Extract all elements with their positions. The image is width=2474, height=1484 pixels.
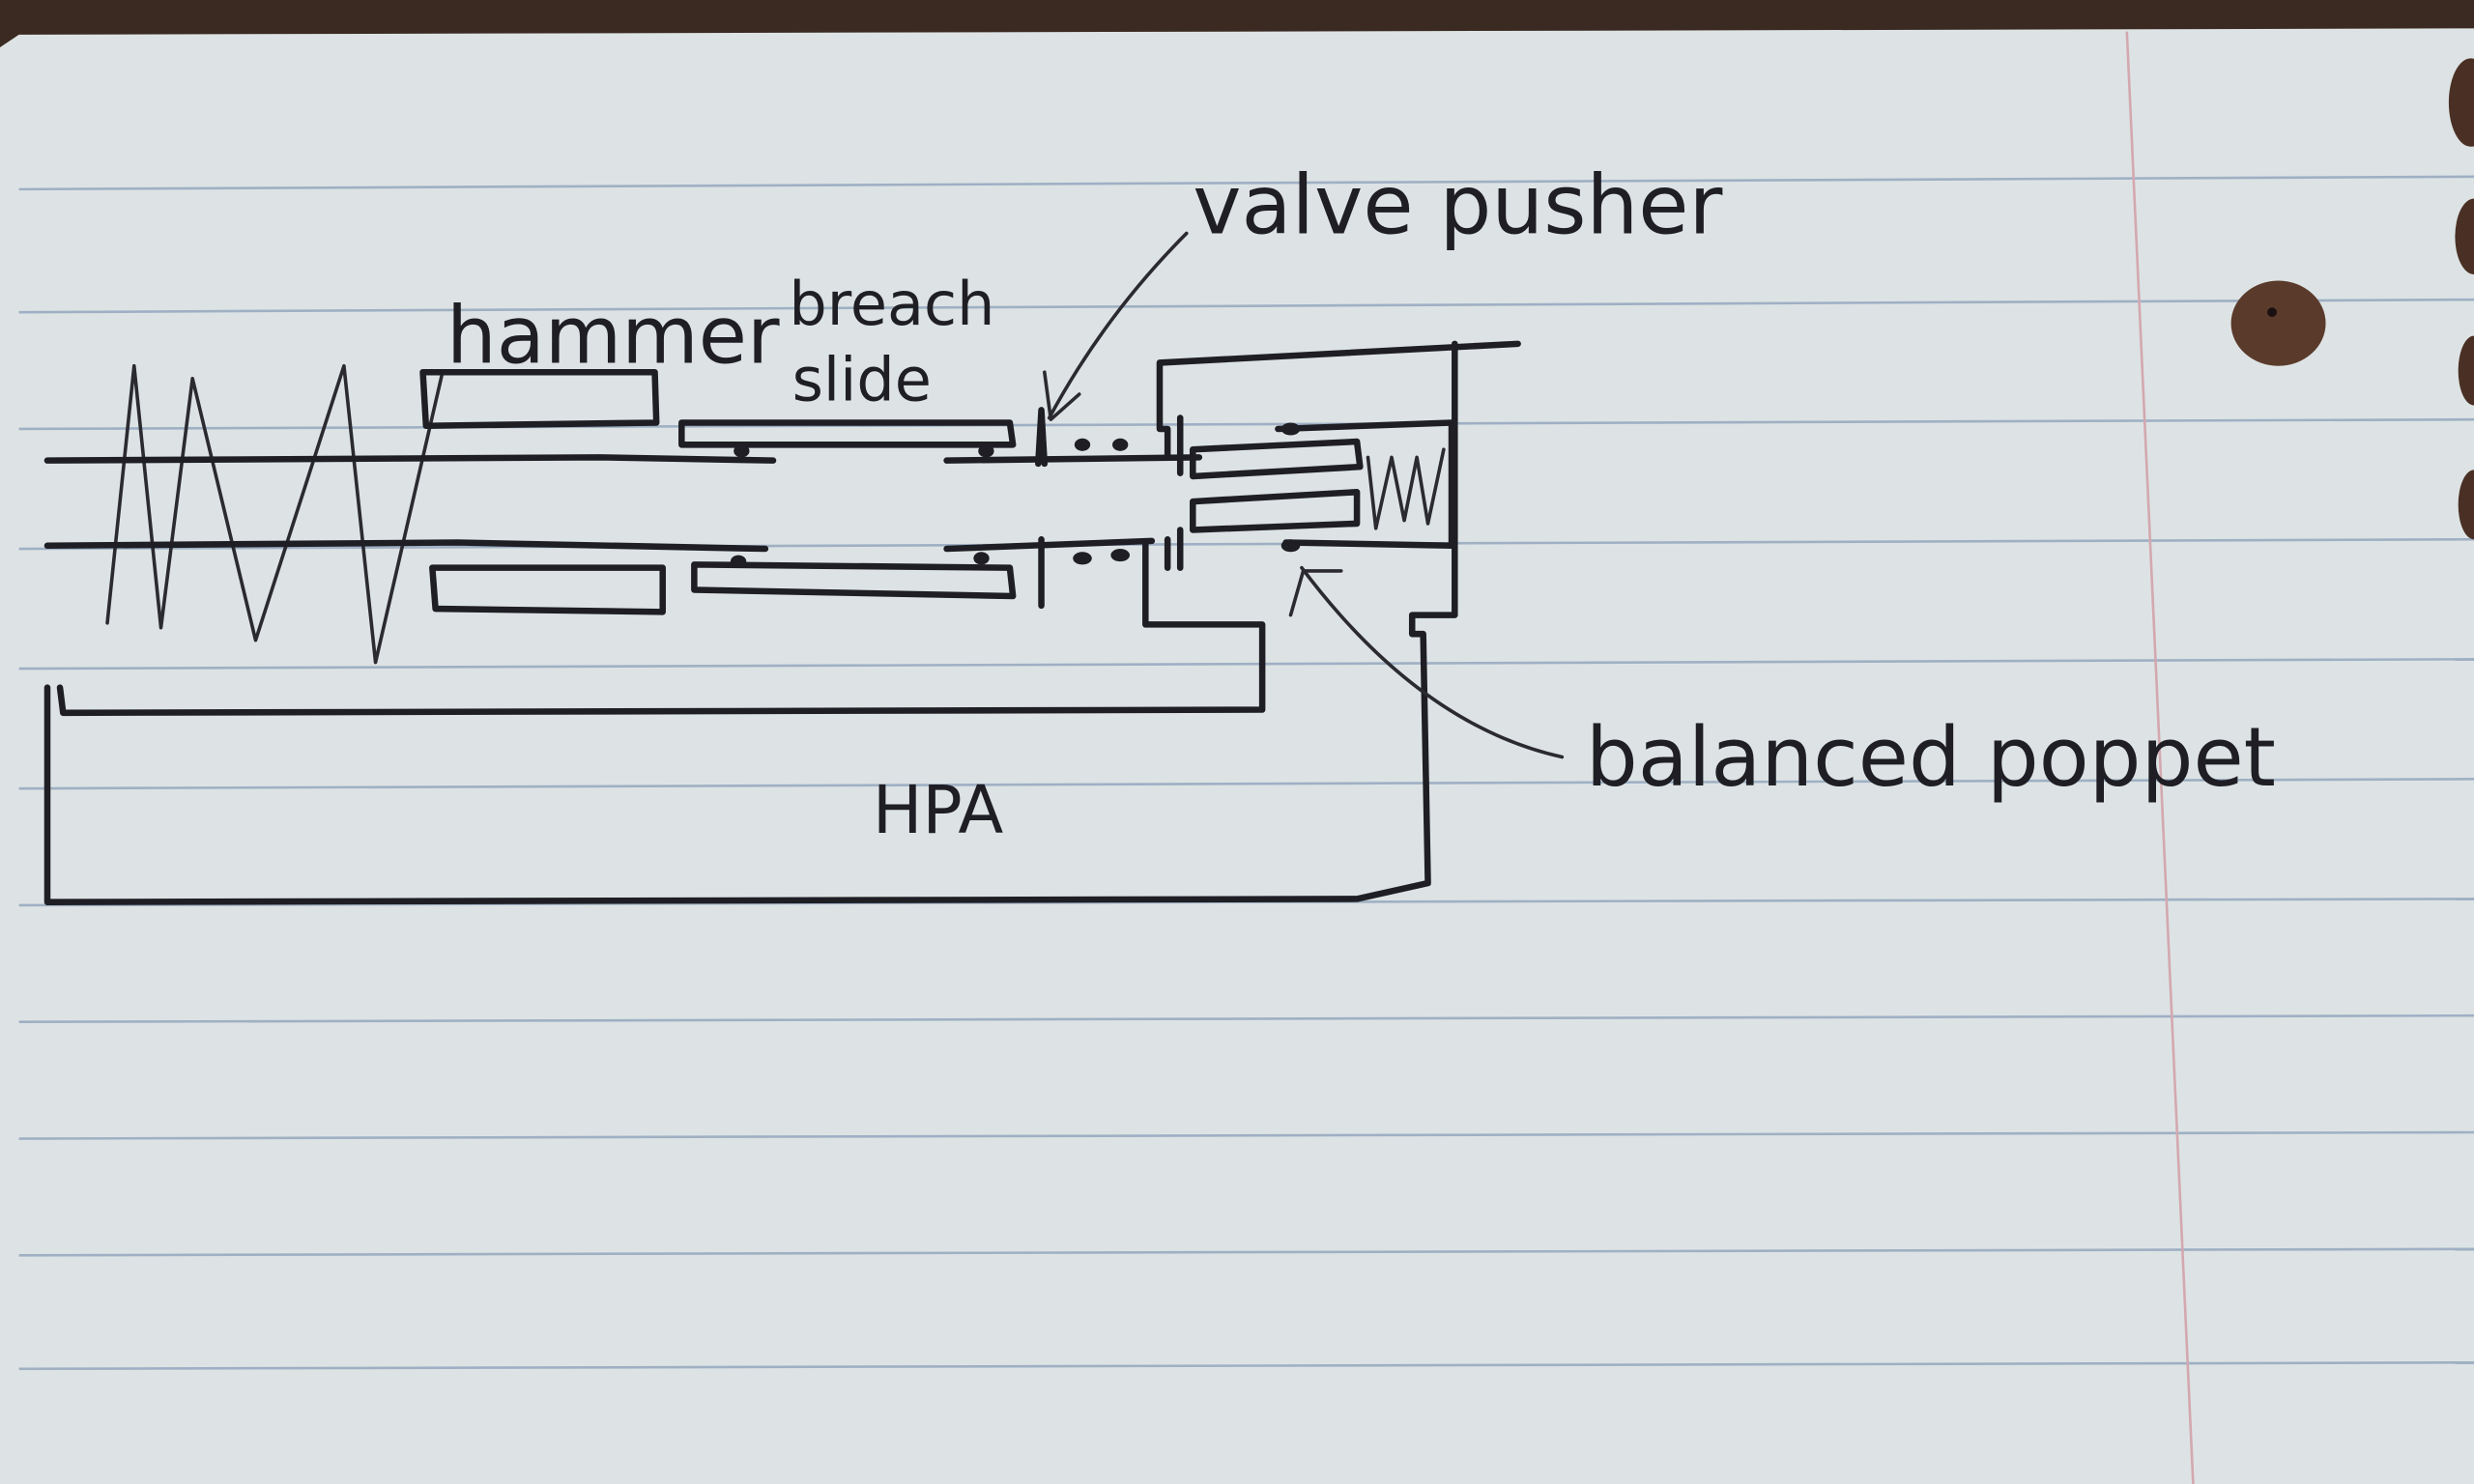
valve-pusher-arrowhead [1043, 370, 1081, 421]
main-spring [105, 363, 444, 665]
punch-hole [2230, 280, 2326, 366]
valve-pusher-arrow [1047, 231, 1189, 420]
rule-lines [18, 175, 2474, 1371]
hammer-bottom [429, 564, 666, 615]
o-ring-seals [730, 438, 1130, 568]
lower-rail-right [943, 537, 1156, 553]
notebook-paper [0, 28, 2474, 1484]
upper-rail-right [943, 454, 1203, 464]
balanced-poppet-arrowhead [1288, 569, 1343, 617]
valve-housing [1156, 340, 1521, 461]
balanced-poppet-upper [1190, 438, 1364, 480]
hammer-top [419, 368, 660, 429]
breach-slide-top [678, 419, 1017, 448]
label-slide: slide [792, 345, 932, 415]
housing-right-wall [43, 340, 1458, 905]
binder-edge-holes [2448, 58, 2474, 540]
valve-pusher-top [1035, 407, 1049, 468]
balanced-poppet-lower [1190, 489, 1361, 533]
breach-slide-bottom [691, 561, 1017, 600]
upper-rail-left [43, 454, 777, 464]
margin-line [2125, 31, 2195, 1484]
label-hpa: HPA [873, 772, 1004, 849]
balanced-poppet-arrow [1300, 565, 1565, 759]
label-balanced-poppet: balanced poppet [1586, 710, 2276, 806]
label-hammer: hammer [446, 290, 780, 382]
poppet-spring [1366, 447, 1446, 530]
poppet-chamber [1275, 419, 1455, 550]
label-breach: breach [789, 269, 994, 339]
valve-housing-body [56, 540, 1266, 717]
label-valve-pusher: valve pusher [1193, 158, 1722, 254]
lower-rail-left [43, 539, 769, 553]
